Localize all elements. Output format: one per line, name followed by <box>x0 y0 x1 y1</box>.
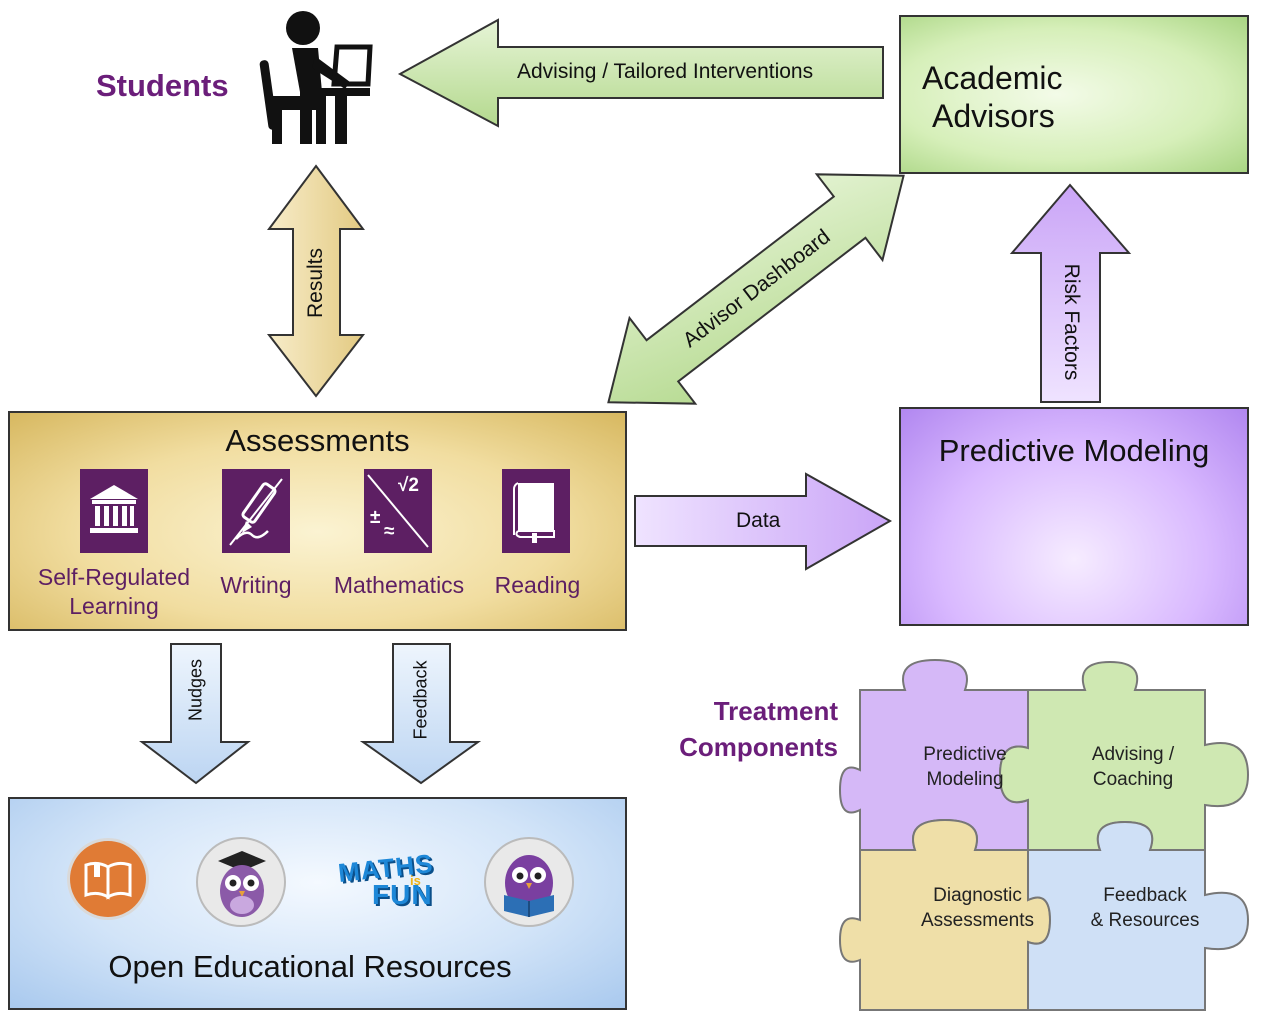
open-book-logo <box>70 841 146 917</box>
book-icon <box>502 469 570 553</box>
advisor-dashboard-arrow <box>607 173 905 405</box>
approx-symbol: ≈ <box>384 521 395 542</box>
pen-writing-icon <box>222 469 290 553</box>
nudges-arrow <box>139 643 251 785</box>
advisors-label-line2: Advisors <box>932 98 1055 134</box>
category-writing: Writing <box>220 572 292 598</box>
institution-icon <box>80 469 148 553</box>
puzzle-piece-advising-coaching <box>998 660 1250 851</box>
data-arrow-label: Data <box>736 509 781 532</box>
piece-label-predictive-modeling: Predictive Modeling <box>923 744 1007 790</box>
treatment-components-label: Treatment Components <box>679 696 838 762</box>
results-arrow-label: Results <box>304 247 327 319</box>
feedback-arrow-label: Feedback <box>410 660 431 740</box>
oer-box: MATHS is FUN Open Educational Resources <box>8 797 627 1010</box>
piece-label-diagnostic-assessments: Diagnostic Assessments <box>921 885 1034 931</box>
feedback-arrow <box>359 643 482 785</box>
predictive-modeling-box: Predictive Modeling <box>899 407 1249 626</box>
student-at-desk-icon <box>259 11 373 144</box>
math-symbols-icon: √2 ± ≈ <box>364 469 432 553</box>
treatment-puzzle <box>838 658 1250 1011</box>
piece-label-feedback-resources: Feedback & Resources <box>1090 885 1200 931</box>
category-reading: Reading <box>494 572 581 598</box>
plus-minus-symbol: ± <box>370 507 381 528</box>
sqrt-symbol: √2 <box>398 475 419 496</box>
results-arrow <box>266 164 366 398</box>
oer-title: Open Educational Resources <box>108 949 512 984</box>
category-self-regulated: Self-Regulated Learning <box>37 564 191 619</box>
academic-advisors-box: Academic Advisors <box>899 15 1249 174</box>
assessments-box: Assessments √2 ± ≈ <box>8 411 627 631</box>
advisors-label-line1: Academic <box>922 60 1063 96</box>
assessments-title: Assessments <box>225 423 410 458</box>
nudges-arrow-label: Nudges <box>185 658 206 722</box>
category-mathematics: Mathematics <box>333 572 465 598</box>
maths-is-fun-logo: MATHS is FUN <box>336 848 435 910</box>
piece-label-advising-coaching: Advising / Coaching <box>1091 744 1175 790</box>
risk-factors-arrow <box>1009 183 1132 403</box>
advising-arrow <box>397 18 884 128</box>
puzzle-piece-feedback-resources <box>1027 820 1250 1011</box>
risk-factors-label: Risk Factors <box>1060 263 1083 381</box>
reading-owl-logo <box>484 837 574 927</box>
advising-arrow-label: Advising / Tailored Interventions <box>517 60 814 83</box>
graduate-owl-logo <box>196 837 286 927</box>
data-arrow <box>634 472 893 571</box>
students-label: Students <box>96 68 229 103</box>
predictive-modeling-title: Predictive Modeling <box>938 433 1210 468</box>
